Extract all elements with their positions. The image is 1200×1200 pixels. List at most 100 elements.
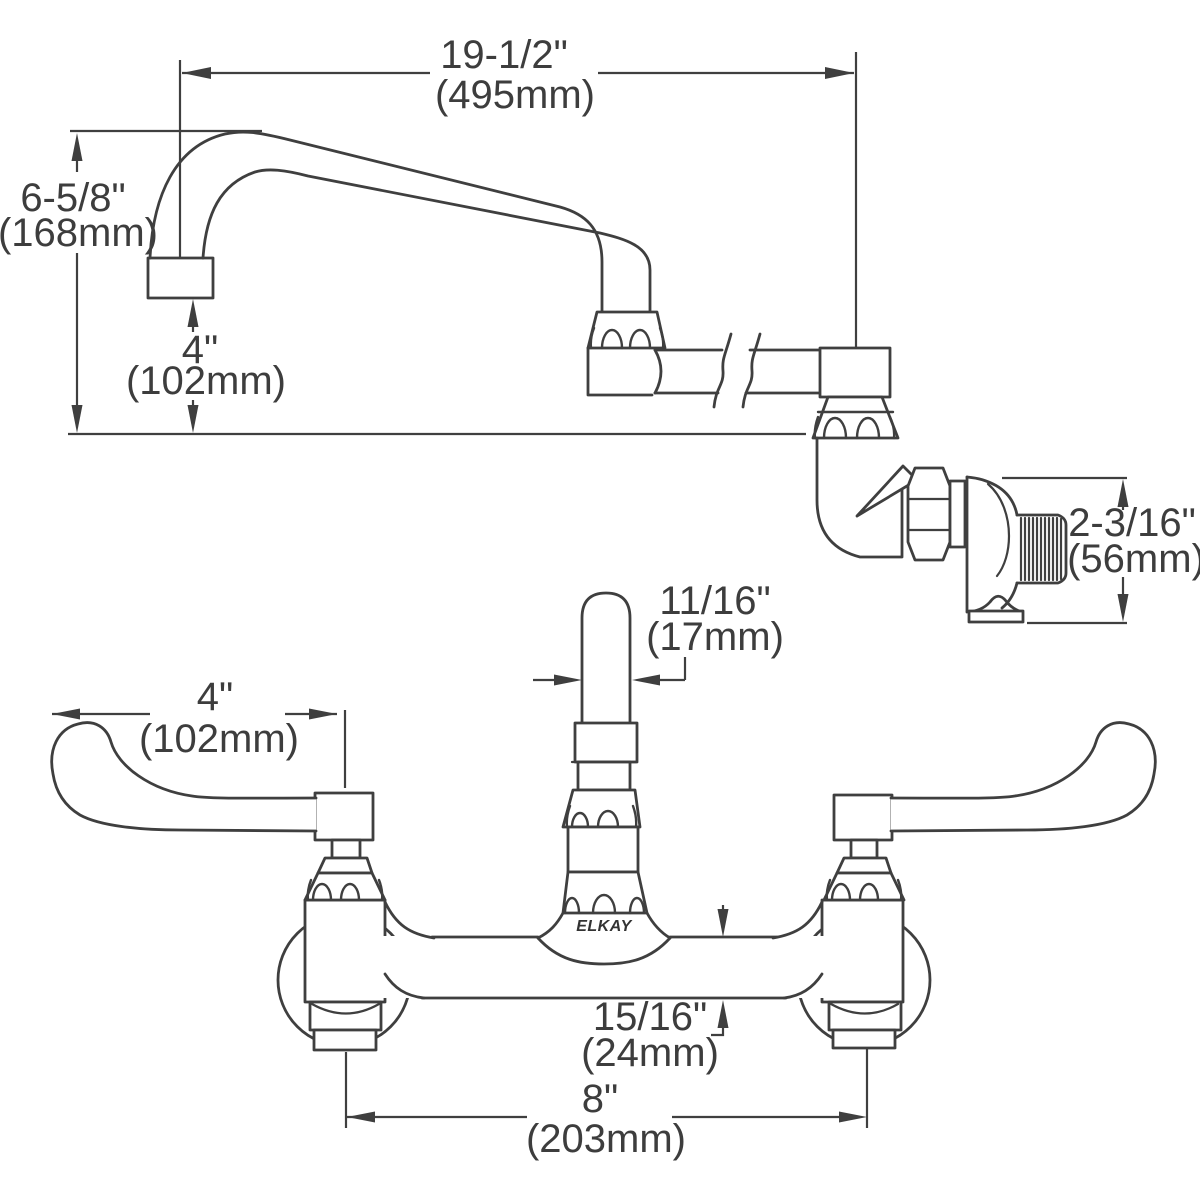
dim-riser-width-in: 11/16": [659, 579, 770, 623]
spout-tube-outer-edge: [148, 130, 604, 314]
body-edges: [420, 935, 788, 1000]
dim-handle-length-in: 4": [197, 675, 233, 719]
body-front-contour: [536, 936, 672, 966]
body-fill: [382, 936, 824, 998]
dim-body-thickness: 15/16" (24mm): [581, 905, 729, 1075]
left-bonnet-knurls: [306, 878, 384, 902]
dim-faucet-centers-in: 8": [582, 1077, 618, 1121]
lower-coupling-nut: [561, 870, 649, 915]
pipe-joint-arc: [653, 348, 663, 395]
hex-nut-facets: [906, 497, 952, 532]
flange-foot: [967, 609, 1025, 624]
arrow-up-icon: [187, 299, 199, 327]
riser-collar: [573, 721, 639, 764]
dim-supply-offset: 2-3/16" (56mm): [1002, 476, 1200, 625]
pipe-edges: [653, 348, 822, 395]
arrow-down-icon: [1117, 594, 1129, 622]
dim-spout-height-in: 6-5/8": [20, 176, 125, 220]
right-valve-cup: [829, 1002, 900, 1015]
arrow-up-icon: [1117, 479, 1129, 507]
swing-spout: [146, 130, 667, 350]
spout-outlet: [146, 256, 215, 300]
pipe-left-fitting: [586, 346, 654, 397]
dim-supply-offset-mm: (56mm): [1067, 537, 1200, 581]
spout-swivel-nut: [586, 310, 667, 350]
nipple-threads: [1019, 516, 1063, 582]
dim-body-thickness-in: 15/16": [593, 995, 707, 1039]
dim-outlet-height: 4" (102mm): [126, 299, 286, 433]
arrow-left-icon: [52, 708, 80, 720]
arrow-up-icon: [71, 133, 83, 161]
union-spacer: [948, 479, 967, 549]
arrow-right-icon: [839, 1111, 867, 1123]
center-mount-stack: [561, 591, 649, 915]
upper-nut-knurls: [565, 804, 638, 829]
upper-coupling-nut: [561, 788, 642, 829]
flange-contour-line: [986, 482, 1011, 578]
arrow-up-icon: [717, 1000, 729, 1028]
left-wristblade-handle: [50, 721, 318, 833]
right-bonnet: [835, 856, 893, 875]
dim-outlet-height-mm: (102mm): [126, 359, 286, 403]
supply-pipe: [586, 332, 892, 409]
left-lock-nut: [308, 1000, 383, 1032]
dim-faucet-centers: 8" (203mm): [344, 1048, 869, 1161]
left-supply-shank: [312, 1028, 378, 1052]
right-valve-body: [820, 898, 905, 1004]
dim-handle-length: 4" (102mm): [52, 675, 347, 788]
wall-elbow: [811, 395, 1068, 624]
arrow-right-icon: [554, 674, 582, 686]
body-fillets: [383, 900, 824, 1000]
dim-body-thickness-mm: (24mm): [581, 1031, 719, 1075]
dim-handle-length-mm: (102mm): [139, 717, 299, 761]
dim-outlet-height-in: 4": [182, 328, 218, 372]
swivel-nut-knurls: [589, 326, 665, 350]
elbow-crease: [855, 464, 919, 518]
right-valve-stack: [822, 793, 906, 1050]
arrow-left-icon: [347, 1111, 375, 1123]
left-valve-cup: [310, 1002, 381, 1015]
arrow-left-icon: [632, 674, 660, 686]
left-valve-body: [303, 898, 387, 1004]
side-view: 19-1/2" (495mm) 6-5/8" (168mm) 4" (102mm…: [0, 33, 1200, 625]
riser-neck: [576, 760, 632, 792]
flange-top-edge: [965, 475, 1019, 517]
right-valve-stem: [849, 838, 879, 860]
right-lock-nut: [827, 1000, 903, 1032]
flange-wavy-edge: [965, 594, 1024, 614]
arrow-down-icon: [717, 909, 729, 937]
dim-spout-reach-mm: (495mm): [435, 73, 595, 117]
left-valve-stem: [330, 838, 362, 860]
right-bonnet-knurls: [825, 878, 903, 902]
right-wristblade-handle: [889, 721, 1157, 833]
left-valve-stack: [303, 791, 387, 1052]
flange-lower-curve: [1000, 581, 1019, 610]
pipe-break-symbol: [712, 332, 762, 409]
dim-supply-offset-in: 2-3/16": [1068, 501, 1196, 545]
union-hex-nut: [906, 466, 952, 562]
eccentric-flange: [965, 475, 1068, 624]
spout-riser: [580, 591, 632, 725]
dim-spout-height-mm: (168mm): [0, 211, 158, 255]
front-view: ELKAY: [50, 579, 1157, 1161]
center-boss-flare: [536, 911, 672, 940]
right-handle-hub: [832, 793, 894, 842]
left-handle-hub: [313, 791, 375, 842]
arrow-left-icon: [182, 67, 211, 79]
threaded-nipple: [1015, 513, 1068, 585]
left-bonnet: [316, 856, 374, 875]
arrow-down-icon: [187, 405, 199, 433]
dim-riser-width-mm: (17mm): [646, 615, 784, 659]
lower-nut-knurls: [563, 893, 646, 915]
elbow-body: [815, 436, 904, 559]
dim-faucet-centers-mm: (203mm): [526, 1117, 686, 1161]
dim-riser-width: 11/16" (17mm): [533, 579, 784, 686]
arrow-right-icon: [309, 708, 337, 720]
mount-cylinder: [566, 825, 640, 874]
spout-tube-inner-edge: [201, 168, 652, 314]
dim-spout-reach-in: 19-1/2": [440, 33, 568, 77]
dim-spout-reach: 19-1/2" (495mm): [182, 33, 854, 117]
faucet-body: ELKAY: [382, 900, 824, 1000]
